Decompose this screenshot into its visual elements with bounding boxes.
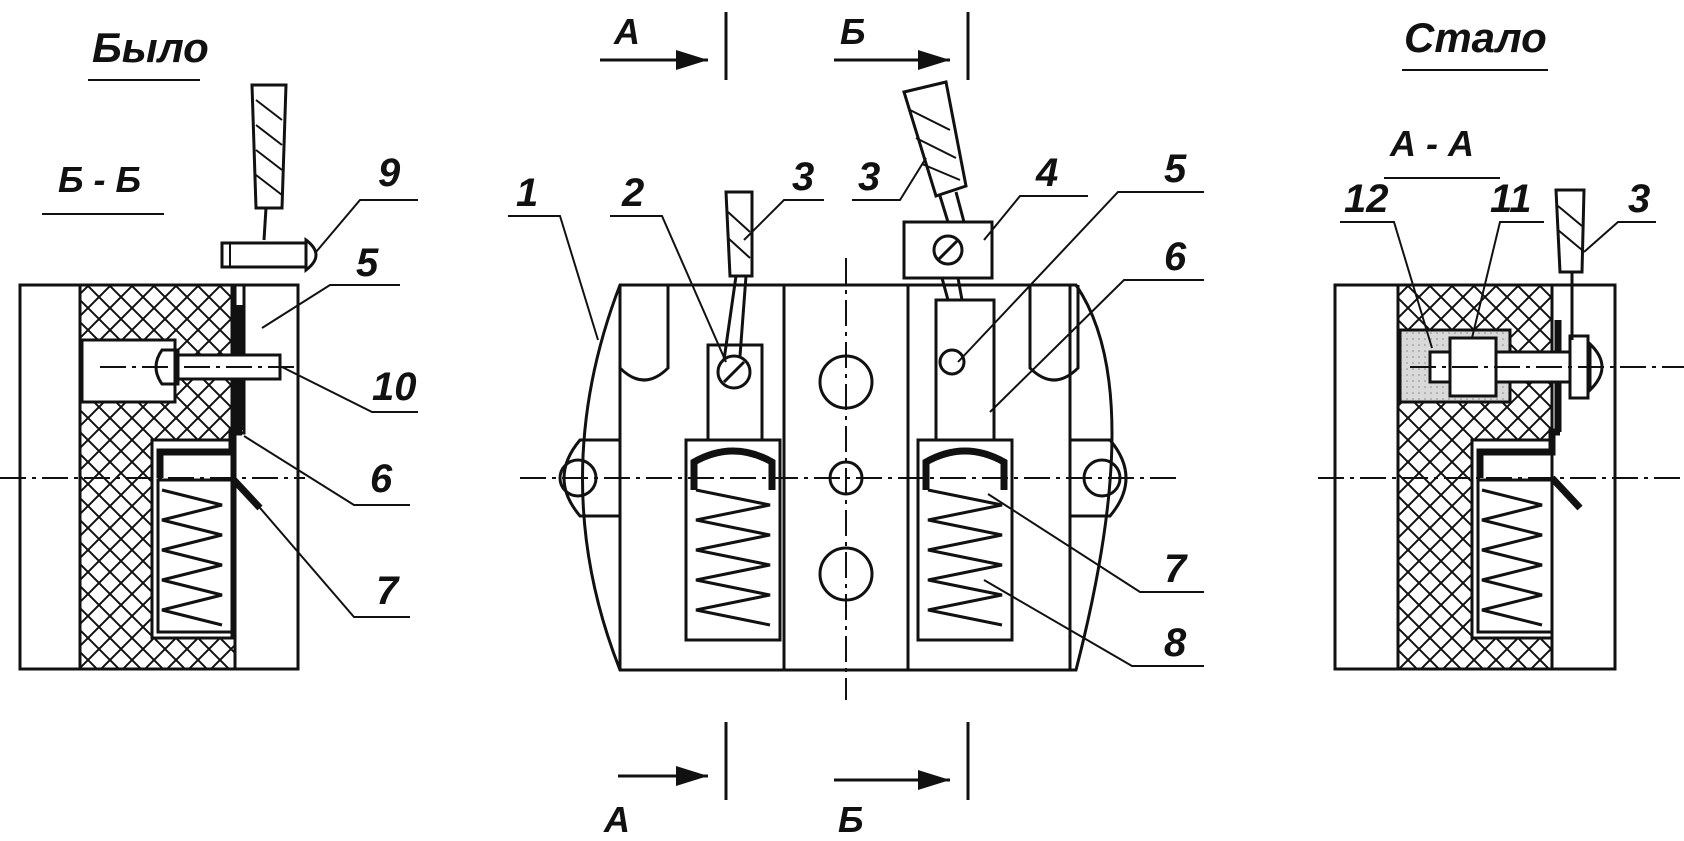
spring-housing-before — [156, 478, 234, 634]
spring-before — [161, 488, 223, 627]
spring-left — [695, 488, 771, 627]
slot-top-right — [1028, 285, 1080, 382]
brush-left-pin-slot — [722, 360, 746, 384]
wire-right-strands — [909, 109, 961, 181]
brush-left — [706, 343, 764, 440]
leader-9 — [315, 199, 418, 253]
leader-5-before — [261, 284, 400, 329]
section-label-bb: Б - Б — [58, 159, 141, 200]
heading-before: Было — [92, 24, 209, 71]
callout-3-after: 3 — [1628, 177, 1650, 221]
heading-after: Стало — [1404, 14, 1547, 61]
leader-8 — [983, 579, 1204, 667]
wire-after — [1554, 188, 1586, 274]
callout-3-left: 3 — [792, 155, 814, 199]
leader-2 — [610, 215, 727, 363]
view-main: А Б А Б — [508, 11, 1204, 840]
spring-housing-after — [1476, 478, 1554, 634]
base-plate — [581, 283, 1114, 672]
wire-after-strands — [1557, 205, 1583, 251]
clamp-screw-9 — [220, 241, 308, 269]
wire-right — [902, 80, 968, 198]
leader-1 — [508, 215, 599, 341]
callout-5-main: 5 — [1164, 147, 1187, 191]
spring-after — [1481, 488, 1543, 627]
wire-left-strands — [727, 211, 751, 259]
brush-holder-left — [684, 438, 782, 642]
brush-left-pin — [716, 354, 752, 390]
wire-lead-before — [262, 207, 268, 241]
lever-left — [690, 447, 776, 490]
leader-10 — [281, 366, 418, 413]
clamp-4-screw — [932, 234, 964, 266]
callout-7-main: 7 — [1164, 547, 1188, 591]
callout-12: 12 — [1344, 177, 1389, 221]
wire-left-lead — [722, 275, 748, 361]
lever-right — [922, 447, 1008, 490]
callout-7-before: 7 — [376, 569, 400, 613]
lever-tip-after — [1549, 475, 1583, 511]
callout-5-before: 5 — [356, 241, 379, 285]
leader-7-before — [247, 493, 410, 618]
wire-right-tail — [940, 277, 964, 301]
arrowhead-b-bottom — [918, 770, 950, 790]
spring-right — [927, 488, 1003, 627]
leader-6-main — [989, 279, 1204, 413]
callout-10: 10 — [372, 365, 417, 409]
leader-12 — [1340, 221, 1433, 349]
clamp-screw-9-head — [304, 236, 318, 274]
leader-3-after — [1583, 221, 1656, 253]
section-arrow-b-top-label: Б — [840, 11, 866, 52]
wire-strands-before — [255, 99, 283, 196]
callout-6-main: 6 — [1164, 235, 1187, 279]
callout-9: 9 — [378, 151, 401, 195]
leader-7-main — [987, 493, 1204, 593]
brush-right-pin — [938, 348, 966, 376]
callout-1: 1 — [516, 171, 538, 215]
wire-right-lead — [938, 191, 966, 223]
section-arrow-a-top-label: А — [613, 11, 640, 52]
section-arrow-b-bottom-label: Б — [838, 799, 864, 840]
arrowhead-a-bottom — [676, 766, 708, 786]
leader-3-left — [743, 199, 824, 241]
callout-4: 4 — [1035, 151, 1058, 195]
arrowhead-a-top — [676, 50, 708, 70]
leader-4 — [983, 195, 1088, 241]
callout-6-before: 6 — [370, 457, 393, 501]
leader-3-center — [852, 157, 927, 201]
leader-11 — [1471, 221, 1544, 339]
wire-before — [250, 83, 288, 210]
view-before: Было Б - Б 9 — [0, 24, 418, 671]
slot-top-left — [618, 285, 670, 382]
leader-6-before — [243, 435, 410, 506]
section-arrow-a-bottom-label: А — [603, 799, 630, 840]
callout-3-center: 3 — [858, 155, 880, 199]
callout-2: 2 — [621, 171, 644, 215]
leader-5-main — [957, 191, 1204, 363]
callout-11: 11 — [1490, 177, 1532, 221]
clamp-4-screw-slot — [936, 238, 960, 262]
section-label-aa: А - А — [1389, 123, 1474, 164]
brush-holder-right — [916, 438, 1014, 642]
callout-8: 8 — [1164, 621, 1187, 665]
arrowhead-b-top — [918, 50, 950, 70]
brush-cavity-before — [150, 438, 234, 640]
brush-right — [934, 298, 996, 440]
screw-11-head — [1588, 340, 1604, 394]
wire-left — [724, 190, 754, 278]
view-after: Стало А - А 12 11 3 — [1318, 14, 1684, 671]
screw-10-head — [154, 348, 180, 386]
